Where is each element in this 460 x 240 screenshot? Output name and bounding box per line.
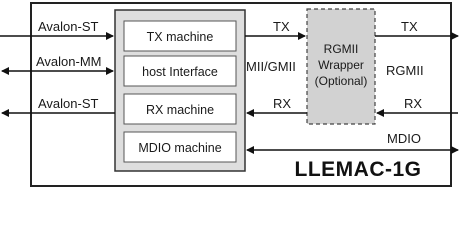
tx-machine-label: TX machine bbox=[147, 30, 214, 44]
rgmii-wrapper-line2: Wrapper bbox=[318, 58, 364, 72]
rgmii-wrapper-block bbox=[306, 8, 376, 125]
avalon-st-out-label: Avalon-ST bbox=[38, 96, 99, 111]
rx-machine-block bbox=[123, 93, 237, 125]
host-interface-block bbox=[123, 55, 237, 87]
rx-machine-label: RX machine bbox=[146, 103, 214, 117]
rgmii-wrapper-line3: (Optional) bbox=[315, 74, 368, 88]
avalon-mm-label: Avalon-MM bbox=[36, 54, 102, 69]
mdio-label: MDIO bbox=[387, 131, 421, 146]
mdio-machine-label: MDIO machine bbox=[138, 141, 221, 155]
rgmii-label: RGMII bbox=[386, 63, 424, 78]
llemac-block-diagram: TX machine host Interface RX machine MDI… bbox=[0, 2, 459, 187]
rgmii-wrapper-line1: RGMII bbox=[324, 42, 359, 56]
mii-gmii-label: MII/GMII bbox=[246, 59, 296, 74]
mdio-machine-block bbox=[123, 131, 237, 163]
mid-tx-label: TX bbox=[273, 19, 290, 34]
right-tx-label: TX bbox=[401, 19, 418, 34]
right-rx-label: RX bbox=[404, 96, 422, 111]
host-interface-label: host Interface bbox=[142, 65, 218, 79]
mid-rx-label: RX bbox=[273, 96, 291, 111]
avalon-st-in-label: Avalon-ST bbox=[38, 19, 99, 34]
core-title: LLEMAC-1G bbox=[295, 158, 422, 181]
tx-machine-block bbox=[123, 20, 237, 52]
